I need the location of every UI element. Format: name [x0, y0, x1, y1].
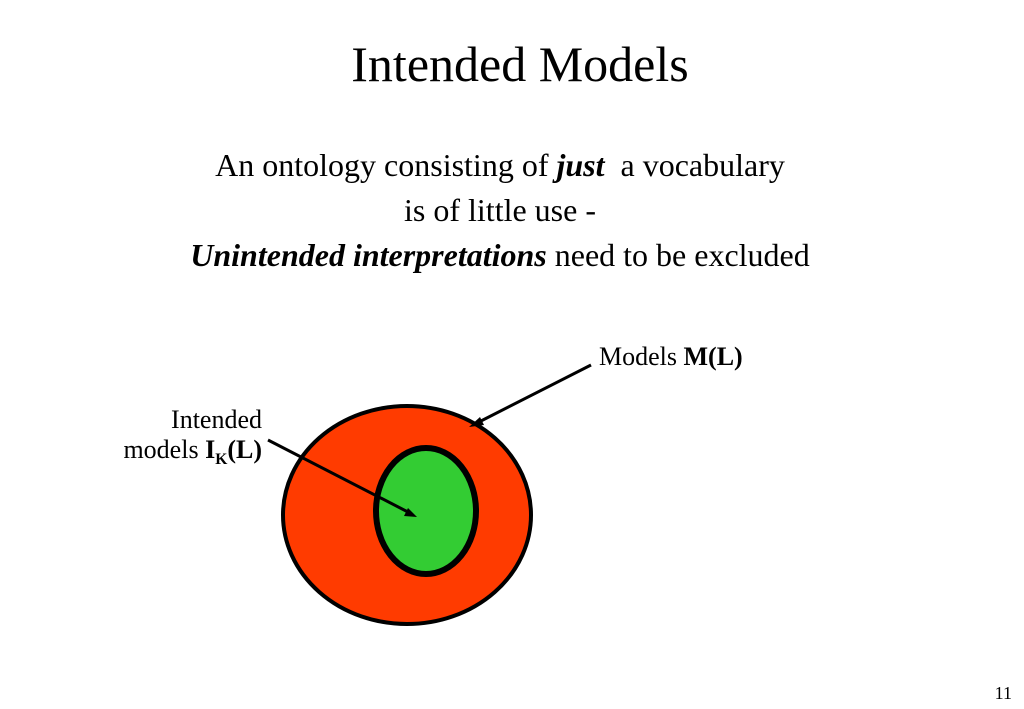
- subtitle-line-3: Unintended interpretations need to be ex…: [0, 233, 1000, 278]
- page-number: 11: [994, 683, 1012, 703]
- models-pointer-line: [476, 363, 592, 425]
- intended-label-line-2: models IK(L): [123, 435, 262, 475]
- subtitle-line-2: is of little use -: [404, 192, 596, 228]
- intended-models-inner-ellipse: [373, 445, 479, 577]
- subtitle: An ontology consisting of just a vocabul…: [0, 143, 1000, 278]
- subtitle-emphasis-just: just: [556, 147, 605, 183]
- intended-label-text: models: [123, 435, 206, 464]
- subtitle-line-3-rest: need to be excluded: [546, 237, 810, 273]
- subtitle-line-1-rest: a vocabulary: [604, 147, 785, 183]
- intended-pointer-line: [267, 438, 409, 514]
- intended-label-line-1: Intended: [171, 405, 262, 434]
- models-pointer-arrowhead: [469, 417, 484, 427]
- intended-label-symbol-2: (L): [227, 435, 262, 464]
- intended-label-subscript: K: [215, 451, 228, 468]
- intended-label-symbol: I: [205, 435, 216, 464]
- models-label: Models M(L): [599, 342, 743, 372]
- models-label-symbol: M(L): [683, 342, 743, 371]
- models-label-text: Models: [599, 342, 684, 371]
- subtitle-line-1: An ontology consisting of just a vocabul…: [0, 143, 1000, 188]
- subtitle-emphasis-unintended: Unintended interpretations: [190, 237, 547, 273]
- subtitle-line-1-text: An ontology consisting of: [215, 147, 557, 183]
- slide-title: Intended Models: [351, 36, 689, 92]
- intended-models-label: Intended models IK(L): [123, 405, 262, 475]
- intended-pointer-arrowhead: [404, 508, 417, 517]
